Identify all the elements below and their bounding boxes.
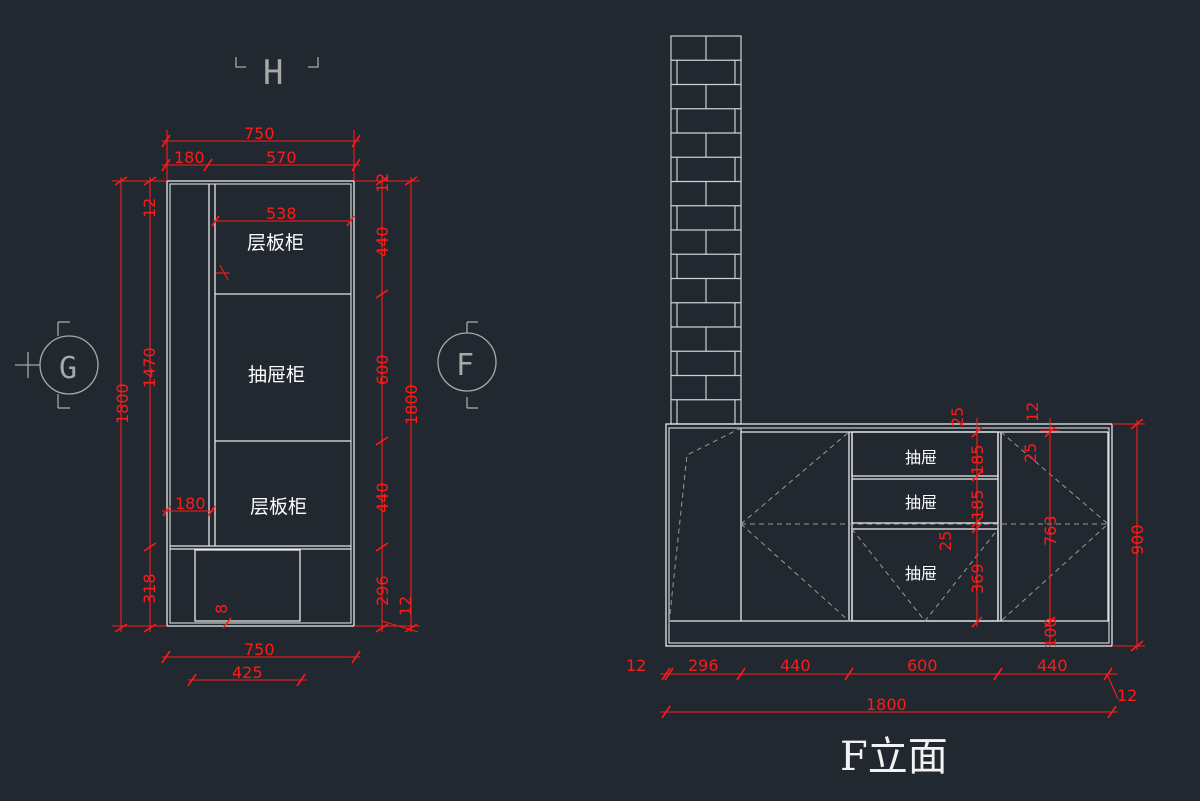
dim-180-top: 180 [174, 148, 205, 167]
dim-1800-left: 1800 [113, 383, 132, 424]
elevation-dims-bottom [660, 667, 1119, 719]
dim-440-right: 440 [1037, 656, 1068, 675]
dim-100: 100 [1041, 617, 1060, 648]
dim-25-a: 25 [948, 407, 967, 427]
door-swing-lines [668, 427, 1109, 624]
plan-dims-top [161, 130, 361, 281]
dim-12-left: 12 [140, 198, 159, 218]
dim-12-right-bottom: 12 [396, 596, 415, 616]
dim-25-b: 25 [1021, 443, 1040, 463]
dim-750-top: 750 [244, 124, 275, 143]
plan-dims-left [112, 176, 216, 633]
dim-900: 900 [1128, 524, 1147, 555]
dim-750-bottom: 750 [244, 640, 275, 659]
dim-425: 425 [232, 663, 263, 682]
dim-538: 538 [266, 204, 297, 223]
dim-25-c: 25 [936, 531, 955, 551]
elevation-dims-vertical [971, 418, 1145, 652]
drawer-label-1: 抽屉 [905, 448, 937, 467]
section-marker-h: H [235, 53, 319, 93]
dim-296-plan: 296 [373, 575, 392, 606]
plan-dims-bottom [161, 650, 361, 687]
plan-cabinet [166, 180, 355, 627]
dim-600-elev: 600 [907, 656, 938, 675]
shelf-cabinet-top-label: 层板柜 [247, 232, 304, 254]
dim-180-side: 180 [175, 494, 206, 513]
dim-1800-right: 1800 [402, 384, 421, 425]
dim-185-b: 185 [968, 489, 987, 520]
dim-185-a: 185 [968, 444, 987, 475]
dim-763: 763 [1041, 515, 1060, 546]
drawer-label-3: 抽屉 [905, 564, 937, 583]
drawer-cabinet-label: 抽屉柜 [248, 364, 305, 386]
dim-12-right-top: 12 [373, 173, 392, 193]
dim-440-upper: 440 [373, 226, 392, 257]
dim-8: 8 [212, 604, 231, 614]
dim-318: 318 [140, 573, 159, 604]
section-marker-f: F [437, 321, 497, 409]
dim-440-lower: 440 [373, 482, 392, 513]
dim-600: 600 [373, 354, 392, 385]
marker-g-label: G [59, 351, 77, 386]
dim-12-a: 12 [1023, 402, 1042, 422]
dim-440-left: 440 [780, 656, 811, 675]
dim-570-top: 570 [266, 148, 297, 167]
marker-f-label: F [456, 348, 474, 383]
elevation-title: F立面 [840, 734, 948, 780]
dim-296: 296 [688, 656, 719, 675]
plan-dims-right [354, 176, 420, 633]
brick-wall [670, 35, 742, 425]
shelf-cabinet-bottom-label: 层板柜 [250, 496, 307, 518]
dim-12-bottom-left: 12 [626, 656, 646, 675]
elevation-cabinet [665, 423, 1113, 647]
elevation-view: 抽屉 抽屉 抽屉 25 12 25 185 185 25 369 763 [626, 35, 1147, 780]
section-marker-g: G [15, 321, 99, 409]
dim-1800-elev: 1800 [866, 695, 907, 714]
dim-1470: 1470 [140, 347, 159, 388]
plan-view: H G F [15, 53, 497, 687]
dim-369: 369 [968, 563, 987, 594]
drawer-label-2: 抽屉 [905, 493, 937, 512]
marker-h-label: H [263, 53, 283, 93]
dim-12-bottom-right: 12 [1117, 686, 1137, 705]
